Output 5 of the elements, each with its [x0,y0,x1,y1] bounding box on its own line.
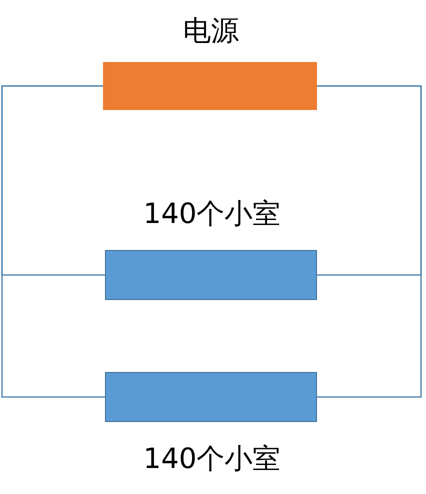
component-label: 电源 [182,13,240,49]
wire [317,85,422,398]
wire [1,85,105,398]
component-label: 140个小室 [142,196,282,232]
component-label: 140个小室 [142,441,282,477]
